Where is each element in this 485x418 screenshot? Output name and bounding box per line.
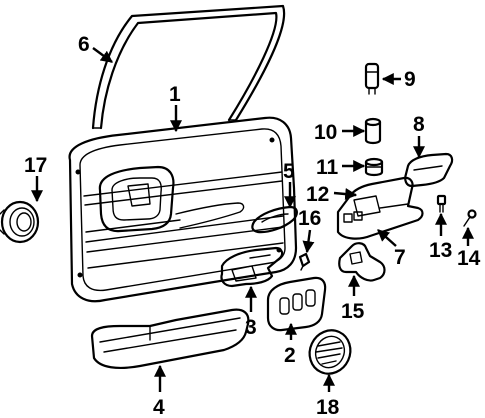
part-16-clip (298, 252, 311, 271)
callout-16: 16 (298, 207, 321, 230)
part-6-weatherstrip (91, 4, 286, 130)
part-15-switch-housing (338, 242, 386, 282)
part-10-knob (364, 117, 382, 145)
callout-9: 9 (404, 68, 416, 91)
callout-12: 12 (306, 183, 329, 206)
part-7-12-switch-panel (336, 176, 424, 240)
callout-14: 14 (457, 247, 481, 270)
part-2-switch-bezel (266, 276, 327, 332)
part-14-pin (463, 209, 477, 227)
callout-1: 1 (169, 83, 181, 106)
part-9-lock-knob (364, 62, 380, 95)
callout-5: 5 (283, 160, 295, 183)
part-4-armrest (90, 308, 250, 369)
part-17-speaker-grille (0, 200, 40, 244)
callout-13: 13 (429, 239, 452, 262)
part-18-speaker-grille (308, 329, 352, 375)
leader-lines (31, 47, 474, 392)
callout-17: 17 (24, 154, 47, 177)
part-3-bracket (220, 246, 284, 288)
callout-4: 4 (153, 396, 165, 418)
callout-6: 6 (78, 33, 90, 56)
part-5-pull-cup (251, 205, 298, 234)
callout-2: 2 (284, 344, 296, 367)
callout-8: 8 (413, 113, 425, 136)
callout-11: 11 (316, 156, 339, 179)
callout-18: 18 (316, 396, 340, 418)
part-13-screw (436, 194, 447, 213)
part-1-door-trim-panel (68, 116, 298, 303)
callout-7: 7 (394, 246, 406, 269)
callouts: 1 2 3 4 5 6 7 8 9 10 11 12 13 14 15 16 1… (24, 33, 481, 418)
callout-3: 3 (245, 316, 257, 339)
callout-10: 10 (314, 121, 337, 144)
callout-15: 15 (341, 300, 365, 323)
part-11-grommet (364, 157, 384, 177)
